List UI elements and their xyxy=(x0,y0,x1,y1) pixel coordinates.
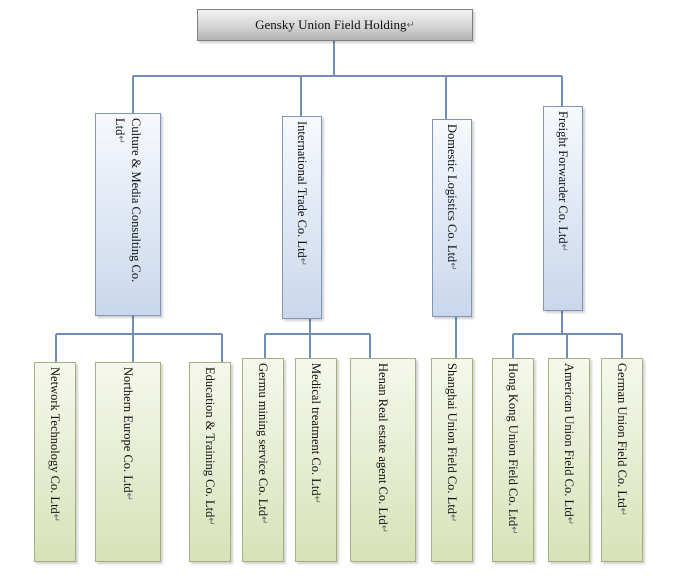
company-label: International Trade Co. Ltd xyxy=(295,121,309,258)
return-mark: ↵ xyxy=(558,243,569,253)
subsidiary-label: Northern Europe Co. Ltd xyxy=(121,367,135,493)
subsidiary-node-henan-real-estate: Henan Real estate agent Co. Ltd↵ xyxy=(350,358,416,562)
return-mark: ↵ xyxy=(258,516,269,525)
return-mark: ↵ xyxy=(115,135,126,144)
company-label: Culture & Media Consulting Co. Ltd xyxy=(113,118,143,283)
return-mark: ↵ xyxy=(447,514,458,523)
subsidiary-node-medical-treatment: Medical treatment Co. Ltd↵ xyxy=(295,358,337,562)
subsidiary-node-network-technology: Network Technology Co. Ltd↵ xyxy=(34,362,76,562)
subsidiary-node-american-union-field: American Union Field Co. Ltd↵ xyxy=(548,358,590,562)
root-label: Gensky Union Field Holding xyxy=(255,17,407,32)
subsidiary-node-hong-kong-union-field: Hong Kong Union Field Co. Ltd↵ xyxy=(492,358,534,562)
subsidiary-label: Network Technology Co. Ltd xyxy=(48,367,62,514)
subsidiary-node-shanghai-union-field: Shanghai Union Field Co. Ltd↵ xyxy=(431,358,473,562)
return-mark: ↵ xyxy=(564,516,575,526)
subsidiary-label: Germu mining service Co. Ltd xyxy=(256,363,270,517)
subsidiary-label: American Union Field Co. Ltd xyxy=(562,363,576,517)
return-mark: ↵ xyxy=(406,19,415,31)
company-node-international-trade: International Trade Co. Ltd↵ xyxy=(282,116,322,319)
return-mark: ↵ xyxy=(50,513,61,523)
return-mark: ↵ xyxy=(123,492,134,502)
company-label: Freight Forwarder Co. Ltd xyxy=(556,111,570,244)
subsidiary-label: Medical treatment Co. Ltd xyxy=(309,363,323,496)
return-mark: ↵ xyxy=(311,495,322,504)
company-label: Domestic Logistics Co. Ltd xyxy=(445,124,459,263)
subsidiary-label: Education & Training Co. Ltd xyxy=(203,367,217,518)
subsidiary-node-education-training: Education & Training Co. Ltd↵ xyxy=(189,362,231,562)
subsidiary-label: German Union Field Co. Ltd xyxy=(615,363,629,508)
company-node-domestic-logistics: Domestic Logistics Co. Ltd↵ xyxy=(432,119,472,317)
company-node-freight-forwarder: Freight Forwarder Co. Ltd↵ xyxy=(543,106,583,311)
return-mark: ↵ xyxy=(617,507,628,517)
subsidiary-node-northern-europe: Northern Europe Co. Ltd↵ xyxy=(95,362,161,562)
return-mark: ↵ xyxy=(297,257,308,267)
return-mark: ↵ xyxy=(447,262,458,271)
subsidiary-label: Hong Kong Union Field Co. Ltd xyxy=(506,363,520,527)
return-mark: ↵ xyxy=(378,524,389,534)
return-mark: ↵ xyxy=(205,517,216,526)
subsidiary-node-german-union-field: German Union Field Co. Ltd↵ xyxy=(601,358,643,562)
subsidiary-label: Shanghai Union Field Co. Ltd xyxy=(445,363,459,515)
subsidiary-node-germu-mining: Germu mining service Co. Ltd↵ xyxy=(242,358,284,562)
root-node: Gensky Union Field Holding↵ xyxy=(197,9,473,41)
return-mark: ↵ xyxy=(508,526,519,535)
company-node-culture-media: Culture & Media Consulting Co. Ltd↵ xyxy=(95,113,161,316)
subsidiary-label: Henan Real estate agent Co. Ltd xyxy=(376,363,390,525)
